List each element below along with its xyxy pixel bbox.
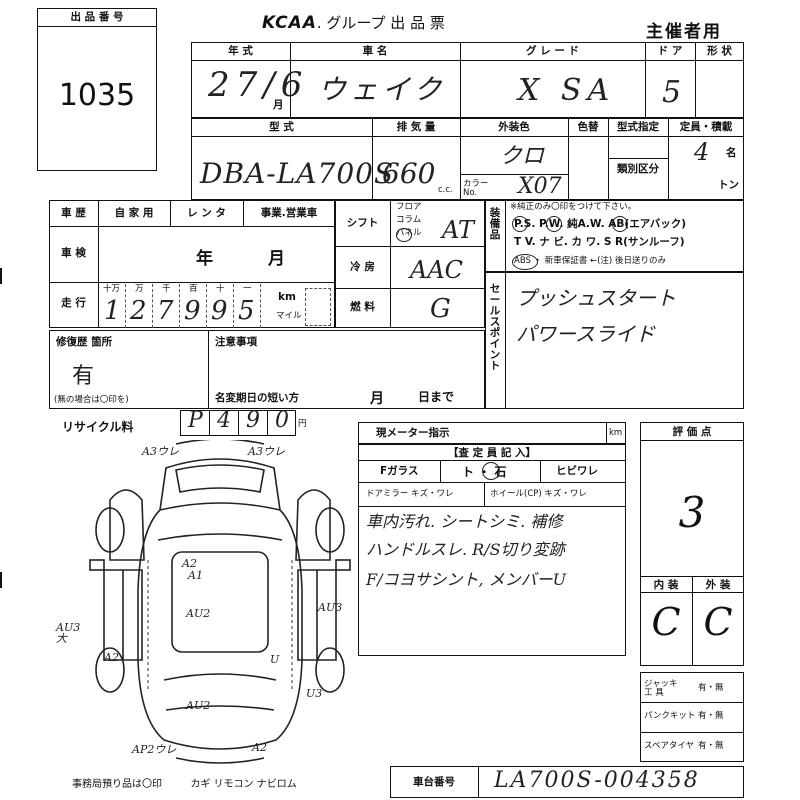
recycle-label: リサイクル料 xyxy=(62,420,134,434)
mileage-digit: 9 xyxy=(211,296,228,326)
mileage-digit: 1 xyxy=(104,296,121,326)
vehicle-info-row1 xyxy=(191,42,744,118)
repair-value: 有 xyxy=(72,364,95,389)
color-no-value: X07 xyxy=(518,174,562,199)
car-damage-diagram xyxy=(89,440,351,764)
damage-mark: A2 xyxy=(182,557,197,570)
damage-mark: AU2 xyxy=(186,699,211,712)
model-value: ウェイク xyxy=(318,73,446,106)
tools-block xyxy=(640,672,744,762)
color-value: クロ xyxy=(500,144,545,169)
damage-mark: A3ウレ xyxy=(142,445,179,458)
sales-point-1: プッシュスタート xyxy=(516,286,676,310)
inspector-note-1: 車内汚れ. シートシミ. 補修 xyxy=(366,512,563,531)
damage-mark: A2 xyxy=(104,651,119,664)
lot-number: 1035 xyxy=(58,78,136,113)
lot-number-label: 出 品 番 号 xyxy=(70,11,124,23)
damage-mark: AU3 xyxy=(318,601,343,614)
mileage-digit: 2 xyxy=(130,296,147,326)
interior-grade: C xyxy=(651,600,681,644)
history-block xyxy=(49,200,335,328)
damage-mark: AU2 xyxy=(186,607,211,620)
shift-value: AT xyxy=(442,216,475,244)
equipment-block xyxy=(485,200,744,272)
fuel-value: G xyxy=(430,294,451,324)
drivetrain-block xyxy=(335,200,485,328)
chassis-block xyxy=(390,766,744,798)
meter-box xyxy=(358,422,626,444)
type-value: DBA-LA700S xyxy=(200,157,395,190)
damage-mark: A2 xyxy=(252,741,267,754)
damage-mark: U xyxy=(270,653,280,666)
chassis-number: LA700S-004358 xyxy=(494,768,700,793)
damage-mark: AU3 大 xyxy=(56,621,81,645)
organizer-copy: 主催者用 xyxy=(646,22,722,42)
exterior-grade: C xyxy=(703,600,733,644)
doors-value: 5 xyxy=(662,75,682,110)
office-items: 事務局預り品は〇印 カギ リモコン ナビロム xyxy=(72,779,297,790)
displacement-value: 660 xyxy=(382,157,436,190)
brand-logo: KCAA xyxy=(262,13,317,33)
inspector-note-3: F/コヨサシント, メンバーU xyxy=(366,570,567,589)
aircon-value: AAC xyxy=(410,256,464,284)
damage-mark: AP2ウレ xyxy=(132,743,177,756)
mileage-digit: 9 xyxy=(184,296,201,326)
damage-mark: A3ウレ xyxy=(248,445,285,458)
capacity-value: 4 xyxy=(694,138,710,166)
repair-block xyxy=(49,330,485,409)
lot-number-box xyxy=(37,8,157,171)
rating-score: 3 xyxy=(678,488,706,537)
damage-mark: U3 xyxy=(306,687,323,700)
vehicle-info-row2 xyxy=(191,118,744,200)
inspector-note-2: ハンドルスレ. R/S切り変跡 xyxy=(366,540,565,559)
damage-mark: A1 xyxy=(188,569,203,582)
year-value: 27/6 xyxy=(208,65,309,105)
sales-point-2: パワースライド xyxy=(516,322,655,346)
mileage-digit: 5 xyxy=(238,296,255,326)
inspector-block xyxy=(358,444,626,656)
mileage-digit: 7 xyxy=(157,296,174,326)
sales-points-block xyxy=(485,272,744,409)
grade-value: X SA xyxy=(518,73,616,108)
header-title: KCAA. グループ 出 品 票 xyxy=(262,13,445,33)
